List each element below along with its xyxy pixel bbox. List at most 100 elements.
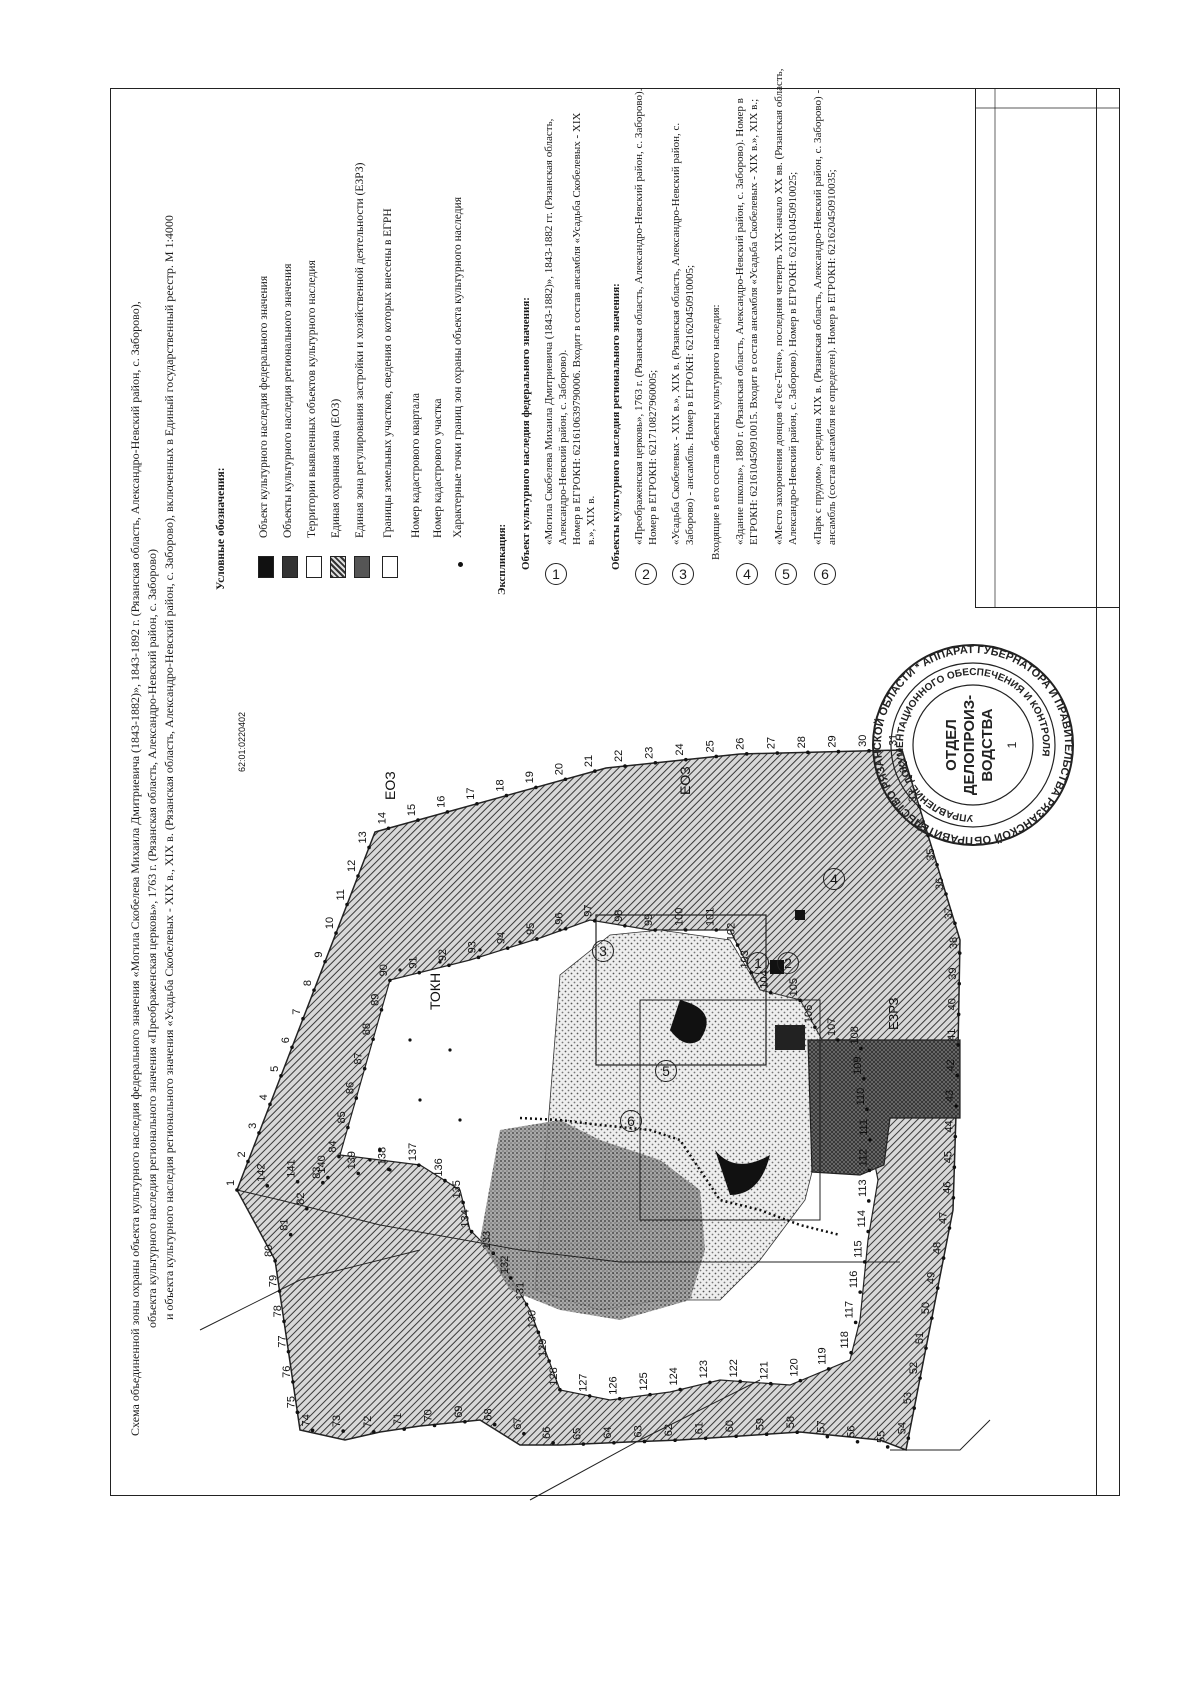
boundary-point — [386, 826, 391, 831]
entry-3-line-2: Заборово) - ансамбль. Номер в ЕГРОКН: 62… — [684, 264, 696, 545]
boundary-point — [592, 918, 597, 923]
boundary-point — [858, 1290, 862, 1294]
included-heading: Входящие в его состав объекты культурног… — [710, 304, 722, 560]
boundary-point — [334, 931, 338, 935]
boundary-point-label: 102 — [726, 923, 738, 941]
boundary-point — [536, 1330, 541, 1335]
boundary-point-label: 2 — [236, 1151, 248, 1157]
label-quarter: 62:01:0220402 — [237, 712, 247, 772]
boundary-point-label: 80 — [263, 1245, 275, 1257]
title-table — [975, 88, 1120, 608]
road-2 — [199, 1249, 421, 1331]
boundary-point — [416, 818, 420, 822]
boundary-point-label: 4 — [258, 1094, 270, 1100]
boundary-point — [849, 1350, 853, 1355]
boundary-point-label: 18 — [494, 779, 506, 791]
boundary-point-label: 119 — [817, 1347, 829, 1365]
boundary-point-label: 141 — [286, 1159, 298, 1177]
boundary-point — [775, 751, 780, 755]
boundary-point — [504, 793, 509, 798]
boundary-point-label: 71 — [392, 1413, 404, 1425]
boundary-point-label: 10 — [324, 917, 336, 929]
boundary-point — [798, 998, 802, 1003]
road-4 — [890, 1419, 991, 1451]
boundary-point-label: 46 — [941, 1182, 953, 1194]
boundary-point-label: 66 — [541, 1427, 553, 1439]
entry-5-line-2: Александро-Невский район, с. Заборово). … — [787, 171, 799, 545]
boundary-point — [683, 928, 688, 932]
boundary-point — [461, 1200, 465, 1205]
boundary-point-label: 49 — [926, 1272, 938, 1284]
boundary-point-label: 131 — [515, 1282, 527, 1300]
boundary-point — [885, 1445, 890, 1449]
boundary-point — [286, 1349, 291, 1354]
boundary-point-label: 127 — [578, 1374, 590, 1392]
boundary-point — [323, 959, 327, 964]
boundary-point — [855, 1439, 860, 1444]
boundary-point — [447, 963, 451, 968]
boundary-point-label: 14 — [377, 812, 389, 824]
boundary-point — [463, 1420, 467, 1424]
boundary-point-label: 88 — [361, 1023, 373, 1035]
explication-marker-5: 5 — [775, 563, 797, 585]
boundary-point-label: 104 — [759, 970, 771, 988]
boundary-point-label: 133 — [481, 1231, 493, 1249]
stamp-center-3: ВОДСТВА — [979, 708, 996, 781]
boundary-point-label: 44 — [943, 1120, 955, 1132]
boundary-point — [930, 1316, 934, 1320]
boundary-point-label: 51 — [914, 1332, 926, 1344]
boundary-point-label: 16 — [435, 796, 447, 808]
boundary-point — [235, 1188, 239, 1192]
label-eoz-lower: ЕОЗ — [677, 766, 693, 795]
explication-marker-4: 4 — [736, 563, 758, 585]
boundary-point-label: 126 — [608, 1376, 620, 1394]
boundary-point — [951, 1195, 956, 1200]
boundary-point — [956, 1043, 960, 1047]
boundary-point — [310, 1428, 315, 1433]
boundary-point-label: 108 — [849, 1026, 861, 1044]
boundary-point — [402, 1427, 406, 1431]
boundary-point-label: 98 — [613, 910, 625, 922]
boundary-point — [535, 937, 539, 941]
boundary-point-label: 68 — [483, 1408, 495, 1420]
boundary-point-label: 124 — [668, 1367, 680, 1385]
boundary-point — [825, 1434, 830, 1439]
boundary-point-label: 134 — [460, 1209, 472, 1227]
legend-heading: Условные обозначения: — [215, 467, 227, 590]
boundary-point — [326, 1175, 330, 1180]
boundary-point-label: 117 — [844, 1301, 856, 1319]
boundary-point-label: 125 — [638, 1372, 650, 1390]
boundary-point-label: 112 — [857, 1149, 869, 1167]
boundary-point — [379, 1008, 384, 1012]
boundary-point-label: 62 — [663, 1424, 675, 1436]
boundary-point — [312, 988, 316, 992]
title-strip — [1096, 88, 1120, 1496]
boundary-point-label: 69 — [453, 1406, 465, 1418]
explication-marker-1: 1 — [545, 563, 567, 585]
boundary-point — [714, 754, 719, 759]
legend-swatch-regional — [282, 556, 298, 578]
boundary-point-label: 129 — [537, 1339, 549, 1357]
boundary-point-label: 9 — [313, 952, 325, 958]
boundary-point — [346, 1125, 350, 1130]
entry-2-line-2: Номер в ЕГРОКН: 621710827960005; — [647, 369, 659, 545]
boundary-point — [908, 775, 913, 779]
entry-1-line-3: Номер в ЕГРОКН: 621610639790006. Входит … — [571, 112, 583, 545]
entry-5-line-1: «Место захоронения донцов «Гесе-Тенч», п… — [773, 68, 785, 545]
legend-item-3: Территории выявленных объектов культурно… — [306, 260, 318, 538]
boundary-point-label: 139 — [346, 1151, 358, 1169]
label-eoz-upper: ЕОЗ — [382, 771, 398, 800]
boundary-point-label: 39 — [947, 967, 959, 979]
boundary-point-label: 32 — [898, 761, 910, 773]
boundary-point-label: 74 — [301, 1414, 313, 1426]
boundary-point-label: 96 — [554, 913, 566, 925]
boundary-point — [417, 970, 422, 975]
boundary-point-label: 36 — [934, 878, 946, 890]
boundary-point — [798, 1378, 803, 1383]
legend-swatch-eoz — [330, 556, 346, 578]
explication-marker-6: 6 — [814, 563, 836, 585]
dotted-boundary — [519, 1116, 841, 1237]
entry-6-line-2: ансамбль (состав ансамбля не определен).… — [826, 169, 838, 545]
pond — [670, 1000, 707, 1044]
